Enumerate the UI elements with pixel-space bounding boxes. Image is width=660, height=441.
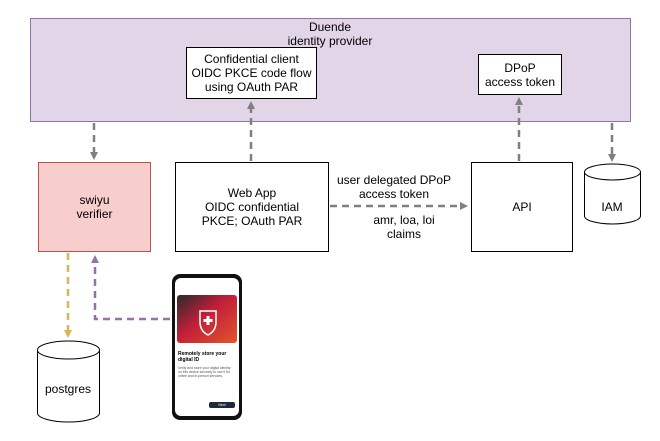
swiss-shield-icon bbox=[199, 310, 217, 336]
edge-label-bottom-line2: claims bbox=[386, 227, 422, 241]
confidential-client-line2: OIDC PKCE code flow bbox=[191, 66, 312, 80]
webapp-box bbox=[175, 162, 329, 252]
swiyu-verifier-label: swiyu verifier bbox=[38, 162, 151, 252]
phone-next-button bbox=[209, 402, 235, 408]
confidential-client-line1: Confidential client bbox=[204, 52, 299, 66]
edge-label-top-line1: user delegated DPoP bbox=[336, 173, 452, 187]
idp-title-line1: Duende bbox=[308, 20, 352, 34]
dpop-access-token-box bbox=[478, 54, 562, 95]
postgres-label: postgres bbox=[44, 382, 92, 396]
idp-title: Duende identity provider bbox=[288, 20, 373, 48]
edge-label-top: user delegated DPoP access token bbox=[337, 173, 451, 201]
mobile-phone bbox=[172, 274, 242, 420]
swiyu-line1: swiyu bbox=[79, 193, 110, 207]
iam-label: IAM bbox=[601, 200, 623, 214]
webapp-line2: OIDC confidential bbox=[204, 200, 300, 214]
api-box bbox=[471, 162, 573, 252]
confidential-client-label: Confidential client OIDC PKCE code flow … bbox=[186, 47, 317, 99]
confidential-client-box bbox=[186, 47, 317, 99]
webapp-line3: PKCE; OAuth PAR bbox=[201, 214, 303, 228]
edge-label-bottom-line1: amr, loa, loi bbox=[373, 213, 435, 227]
phone-card-body: Verify and store your digital identity o… bbox=[178, 366, 231, 379]
edge-label-bottom: amr, loa, loi claims bbox=[373, 213, 434, 241]
idp-title-line2: identity provider bbox=[287, 34, 373, 48]
api-text: API bbox=[512, 200, 532, 214]
arrow-phone-to-swiyu bbox=[91, 255, 170, 321]
swiyu-line2: verifier bbox=[76, 207, 113, 221]
dpop-box-label: DPoP access token bbox=[478, 54, 562, 95]
phone-card-title: Remotely store your digital ID bbox=[178, 351, 227, 363]
webapp-label: Web App OIDC confidential PKCE; OAuth PA… bbox=[175, 162, 329, 252]
api-label: API bbox=[471, 162, 573, 252]
dpop-box-line2: access token bbox=[484, 74, 556, 89]
iam-database-icon bbox=[584, 163, 641, 225]
confidential-client-line3: using OAuth PAR bbox=[204, 80, 299, 94]
edge-label-top-line2: access token bbox=[358, 187, 430, 201]
phone-next-button-label: Next bbox=[218, 403, 226, 407]
webapp-line1: Web App bbox=[227, 186, 277, 200]
dpop-box-line1: DPoP bbox=[504, 60, 536, 75]
swiyu-verifier-box bbox=[38, 162, 151, 252]
postgres-database-icon bbox=[37, 340, 100, 423]
